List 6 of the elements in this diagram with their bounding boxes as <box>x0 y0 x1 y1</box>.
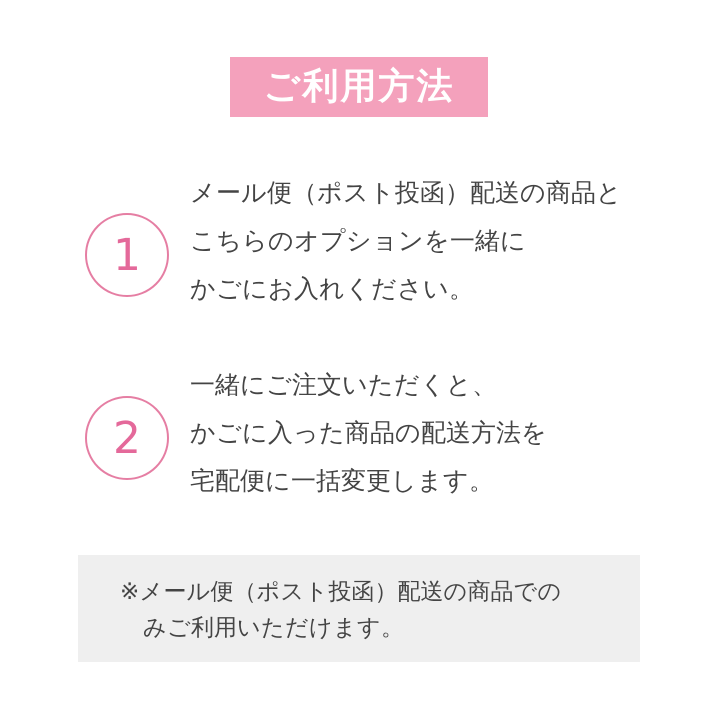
step-number-circle: 1 <box>85 213 169 297</box>
step-text: メール便（ポスト投函）配送の商品とこちらのオプションを一緒にかごにお入れください。 <box>190 177 622 305</box>
title-banner: ご利用方法 <box>230 57 488 117</box>
note-box: ※メール便（ポスト投函）配送の商品でのみご利用いただけます。 <box>78 555 640 662</box>
step-text: 一緒にご注文いただくと、かごに入った商品の配送方法を宅配便に一括変更します。 <box>190 369 547 497</box>
step-number-circle: 2 <box>85 396 169 480</box>
